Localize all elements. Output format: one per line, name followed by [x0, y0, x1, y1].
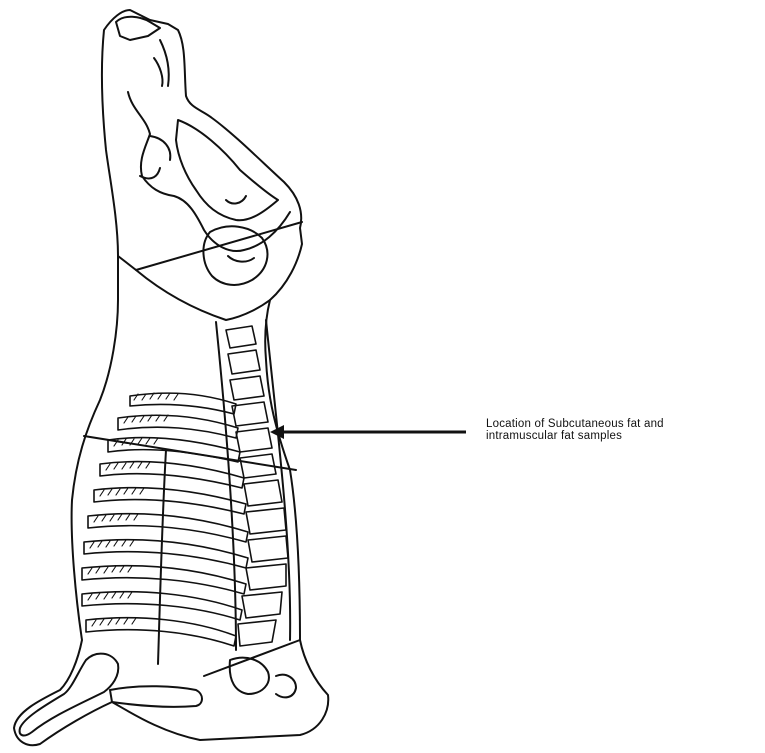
neck-detail	[154, 40, 169, 86]
sample-location-label: Location of Subcutaneous fat and intramu…	[486, 418, 761, 442]
shoulder-cut-line	[118, 222, 302, 270]
foreshank-bone	[20, 654, 119, 736]
ribs	[82, 393, 248, 646]
label-line-1: Location of Subcutaneous fat and	[486, 418, 761, 430]
scapula	[176, 120, 278, 220]
radius-bone	[110, 686, 202, 707]
carcass-outline	[14, 10, 328, 745]
label-line-2: intramuscular fat samples	[486, 430, 761, 442]
chuck-cut-line	[136, 270, 270, 320]
shoulder-detail-a	[140, 136, 170, 178]
